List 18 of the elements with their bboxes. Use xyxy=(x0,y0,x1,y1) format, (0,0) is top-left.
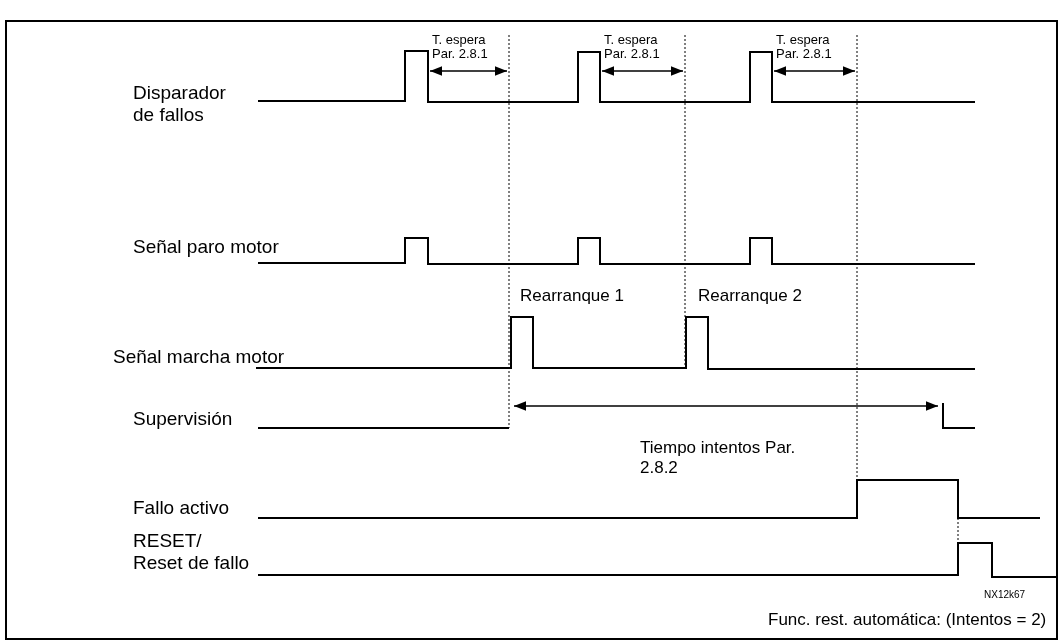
signal-label: Fallo activo xyxy=(133,497,230,519)
signal-label: Rearranque 2 xyxy=(698,286,802,306)
signal-label: Func. rest. automática: (Intentos = 2) xyxy=(768,610,1047,630)
signal-label: Par. 2.8.1 xyxy=(776,47,832,61)
signal-label: T. espera xyxy=(604,33,658,47)
signal-label: Par. 2.8.1 xyxy=(432,47,488,61)
signal-label: Rearranque 1 xyxy=(520,286,624,306)
signal-label: Par. 2.8.1 xyxy=(604,47,660,61)
signal-label: T. espera xyxy=(776,33,830,47)
signal-label: Tiempo intentos Par. 2.8.2 xyxy=(640,438,797,478)
signal-label: Disparador de fallos xyxy=(133,82,227,126)
signal-label: Supervisión xyxy=(133,408,233,430)
signal-label: T. espera xyxy=(432,33,486,47)
signal-label: NX12k67 xyxy=(984,589,1026,601)
signal-label: Reset de fallo xyxy=(133,552,250,574)
signal-label: Señal paro motor xyxy=(133,236,279,258)
signal-label: Señal marcha motor xyxy=(113,346,285,368)
signal-label: RESET/ xyxy=(133,530,202,552)
